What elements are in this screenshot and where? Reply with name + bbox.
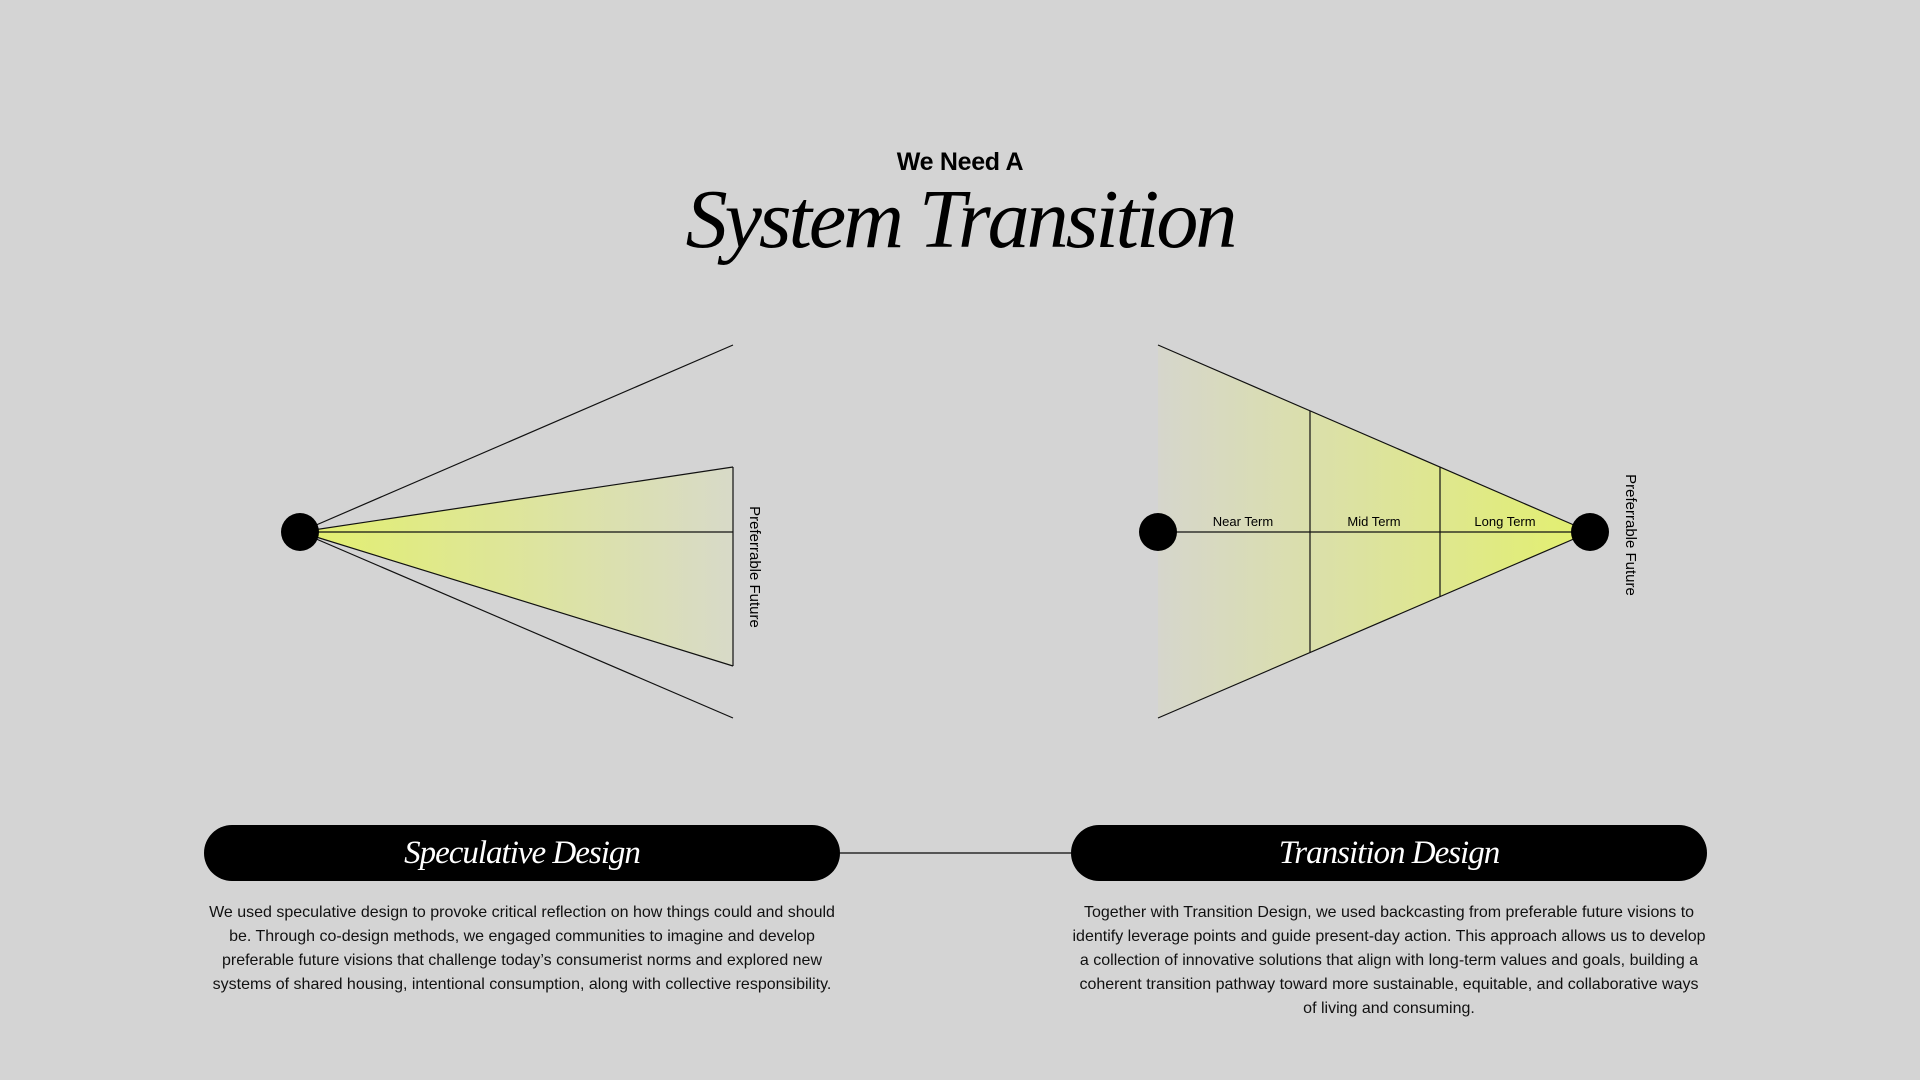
page-title: System Transition <box>685 173 1238 266</box>
transition-design-title: Transition Design <box>1278 834 1500 871</box>
funnel-lower-edge <box>1157 531 1591 719</box>
preferable-future-label-left: Preferrable Future <box>746 506 763 628</box>
future-node-right <box>1571 513 1609 551</box>
possible-future-upper-line <box>299 344 734 533</box>
segment-label-mid-term: Mid Term <box>1347 514 1400 529</box>
transition-design-description: Together with Transition Design, we used… <box>1072 904 1706 1017</box>
funnel-upper-edge <box>1157 344 1591 533</box>
preferable-cone-lower-edge <box>299 531 734 667</box>
speculative-design-title: Speculative Design <box>404 834 641 871</box>
transition-design-pill: Transition Design <box>1071 825 1707 881</box>
segment-label-near-term: Near Term <box>1213 514 1273 529</box>
preferable-future-cone <box>300 467 733 666</box>
preferable-future-label-right: Preferrable Future <box>1622 474 1639 596</box>
speculative-design-pill: Speculative Design <box>204 825 840 881</box>
speculative-cone-diagram: Preferrable Future <box>281 344 763 719</box>
pill-connector-line <box>840 852 1071 854</box>
present-node-right <box>1139 513 1177 551</box>
present-node <box>281 513 319 551</box>
kicker-text: We Need A <box>896 148 1024 176</box>
possible-future-lower-line <box>299 531 734 719</box>
transition-backcasting-diagram: Near Term Mid Term Long Term Preferrable… <box>1139 344 1639 719</box>
segment-label-long-term: Long Term <box>1474 514 1535 529</box>
preferable-cone-upper-edge <box>299 466 734 533</box>
speculative-design-description: We used speculative design to provoke cr… <box>209 904 835 993</box>
